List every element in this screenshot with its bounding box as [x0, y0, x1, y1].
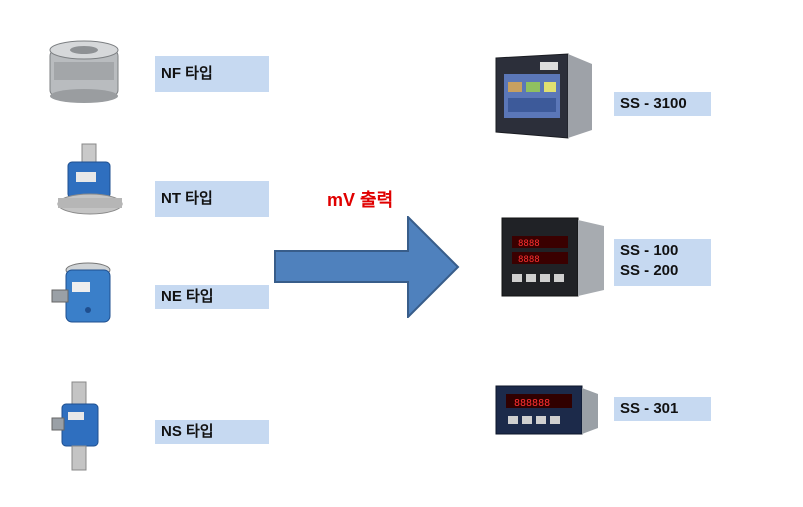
label-text: SS - 3100 [620, 95, 687, 112]
label-text: SS - 100 [620, 242, 679, 259]
label-text: NS 타입 [161, 423, 214, 440]
label-ss-301: SS - 301 [614, 397, 711, 421]
flange-torque-sensor-icon [44, 36, 124, 104]
touchscreen-indicator-icon [492, 52, 596, 140]
cylinder-sensor-icon [48, 260, 120, 330]
svg-text:8888: 8888 [518, 255, 540, 265]
right-arrow-icon [274, 216, 460, 318]
mv-output-label: mV 출력 [327, 190, 394, 210]
label-text: NT 타입 [161, 190, 213, 207]
label-ss-3100: SS - 3100 [614, 92, 711, 116]
label-nt-type: NT 타입 [155, 181, 269, 217]
label-text: NF 타입 [161, 65, 213, 82]
label-text: SS - 301 [620, 400, 679, 417]
panel-indicator-icon: 888888 [492, 380, 602, 438]
label-ss-100-200: SS - 100 SS - 200 [614, 239, 711, 286]
svg-text:8888: 8888 [518, 239, 540, 249]
label-ne-type: NE 타입 [155, 285, 269, 309]
svg-text:888888: 888888 [514, 398, 550, 409]
label-nf-type: NF 타입 [155, 56, 269, 92]
digital-indicator-icon: 8888 8888 [498, 216, 608, 298]
shaft-torque-sensor-icon [54, 142, 126, 220]
label-text: SS - 200 [620, 262, 679, 279]
inline-shaft-sensor-icon [50, 380, 110, 472]
label-ns-type: NS 타입 [155, 420, 269, 444]
label-text: NE 타입 [161, 288, 214, 305]
